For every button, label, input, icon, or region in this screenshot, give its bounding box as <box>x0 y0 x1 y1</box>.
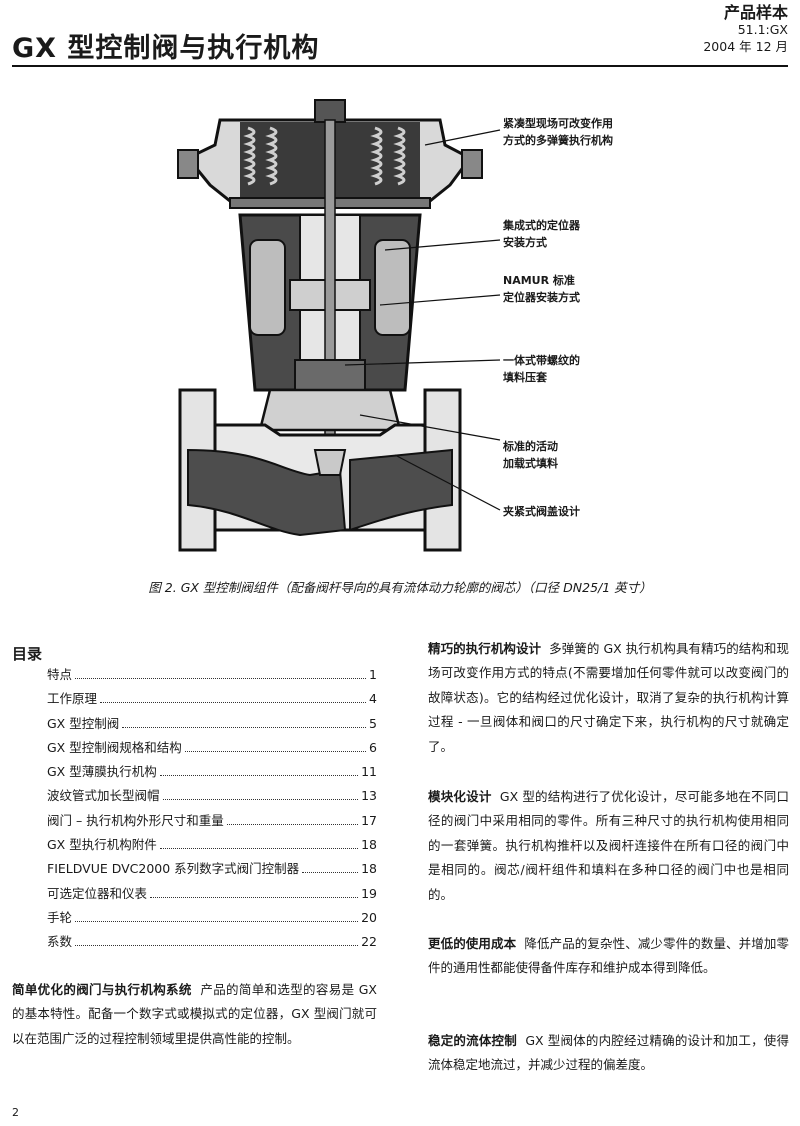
toc-item[interactable]: GX 型控制阀 5 <box>47 713 377 737</box>
toc-item-page: 6 <box>369 739 377 755</box>
toc-item-page: 1 <box>369 667 377 682</box>
toc-item-page: 17 <box>361 812 377 828</box>
text-flow: GX 型阀体的内腔经过精确的设计和加工，使得流体稳定地流过，并减少过程的偏差度。 <box>428 1033 789 1073</box>
toc-item-page: 22 <box>361 934 377 950</box>
toc-item-label: FIELDVUE DVC2000 系列数字式阀门控制器 <box>47 861 300 877</box>
toc-leader-dots <box>150 896 359 898</box>
callout-line: 紧凑型现场可改变作用 <box>503 117 613 130</box>
toc-item-label: GX 型控制阀 <box>47 715 120 731</box>
toc-leader-dots <box>75 945 359 947</box>
toc-leader-dots <box>159 775 359 777</box>
paragraph-flow: 稳定的流体控制 GX 型阀体的内腔经过精确的设计和加工，使得流体稳定地流过，并减… <box>428 1029 789 1078</box>
toc-leader-dots <box>100 702 367 704</box>
document-info: 产品样本 51.1:GX 2004 年 12 月 <box>703 4 788 55</box>
heading-simplified: 简单优化的阀门与执行机构系统 <box>12 982 192 997</box>
page-number: 2 <box>12 1106 19 1119</box>
toc-item[interactable]: 手轮 20 <box>47 907 377 931</box>
toc-leader-dots <box>75 678 367 679</box>
toc-leader-dots <box>122 726 367 728</box>
callout-line: 一体式带螺纹的 <box>503 354 580 367</box>
toc-item[interactable]: 阀门 – 执行机构外形尺寸和重量 17 <box>47 810 377 834</box>
toc-leader-dots <box>159 848 359 850</box>
toc-item-page: 18 <box>361 837 377 853</box>
toc-item-label: GX 型控制阀规格和结构 <box>47 739 182 755</box>
toc-item[interactable]: 可选定位器和仪表 19 <box>47 883 377 907</box>
callout-live-loaded-packing: 标准的活动 加载式填料 <box>503 438 558 472</box>
toc-item-label: GX 型执行机构附件 <box>47 837 157 853</box>
toc-item-label: 阀门 – 执行机构外形尺寸和重量 <box>47 812 224 828</box>
toc-list: 特点 1 工作原理 4 GX 型控制阀 5 GX 型控制阀规格和结构 6 GX 型薄膜执行机构 1… <box>47 664 377 956</box>
callout-line: 加载式填料 <box>503 457 558 470</box>
toc-item-page: 20 <box>361 909 377 925</box>
text-modular: GX 型的结构进行了优化设计，尽可能多地在不同口径的阀门中采用相同的零件。所有三… <box>428 789 789 902</box>
toc-item[interactable]: 系数 22 <box>47 931 377 955</box>
paragraph-actuator: 精巧的执行机构设计 多弹簧的 GX 执行机构具有精巧的结构和现场可改变作用方式的… <box>428 637 789 759</box>
toc-leader-dots <box>302 872 359 874</box>
toc-leader-dots <box>226 823 359 825</box>
callout-line: 夹紧式阀盖设计 <box>503 505 580 518</box>
callout-actuator: 紧凑型现场可改变作用 方式的多弹簧执行机构 <box>503 115 613 149</box>
toc-leader-dots <box>162 799 359 801</box>
toc-item-label: 手轮 <box>47 909 73 925</box>
heading-flow: 稳定的流体控制 <box>428 1033 517 1048</box>
toc-item[interactable]: FIELDVUE DVC2000 系列数字式阀门控制器 18 <box>47 858 377 882</box>
toc-item-label: GX 型薄膜执行机构 <box>47 764 157 780</box>
paragraph-cost: 更低的使用成本 降低产品的复杂性、减少零件的数量、并增加零件的通用性都能使得备件… <box>428 932 789 981</box>
toc-item-page: 13 <box>361 788 377 804</box>
toc-item[interactable]: 特点 1 <box>47 664 377 688</box>
toc-item[interactable]: 工作原理 4 <box>47 688 377 712</box>
toc-item-page: 5 <box>369 715 377 731</box>
toc-item-page: 11 <box>361 764 377 780</box>
paragraph-simplified: 简单优化的阀门与执行机构系统 产品的简单和选型的容易是 GX 的基本特性。配备一… <box>12 978 377 1051</box>
callout-line: 方式的多弹簧执行机构 <box>503 134 613 147</box>
toc-item-page: 19 <box>361 885 377 901</box>
toc-item[interactable]: 波纹管式加长型阀帽 13 <box>47 785 377 809</box>
callout-line: 定位器安装方式 <box>503 291 580 304</box>
heading-modular: 模块化设计 <box>428 789 492 804</box>
valve-assembly-illustration <box>177 99 501 552</box>
callout-line: 安装方式 <box>503 236 547 249</box>
toc-item-page: 18 <box>361 861 377 877</box>
toc-item-label: 系数 <box>47 934 73 950</box>
figure-caption: 图 2. GX 型控制阀组件（配备阀杆导向的具有流体动力轮廓的阀芯）（口径 DN… <box>148 580 652 595</box>
heading-actuator: 精巧的执行机构设计 <box>428 641 542 656</box>
toc-item-page: 4 <box>369 691 377 707</box>
text-simplified: 产品的简单和选型的容易是 GX 的基本特性。配备一个数字式或模拟式的定位器，GX… <box>12 982 377 1046</box>
callout-clamped-bonnet: 夹紧式阀盖设计 <box>503 503 580 520</box>
toc-item[interactable]: GX 型控制阀规格和结构 6 <box>47 737 377 761</box>
callout-packing-follower: 一体式带螺纹的 填料压套 <box>503 352 580 386</box>
text-actuator: 多弹簧的 GX 执行机构具有精巧的结构和现场可改变作用方式的特点(不需要增加任何… <box>428 641 789 754</box>
heading-cost: 更低的使用成本 <box>428 936 517 951</box>
toc-item[interactable]: GX 型执行机构附件 18 <box>47 834 377 858</box>
doc-date: 2004 年 12 月 <box>703 39 788 54</box>
toc-leader-dots <box>184 750 367 752</box>
toc-leader-dots <box>75 920 359 922</box>
callout-line: NAMUR 标准 <box>503 274 575 287</box>
toc-item-label: 工作原理 <box>47 691 98 707</box>
toc-item-label: 特点 <box>47 667 73 682</box>
doc-code: 51.1:GX <box>737 22 788 37</box>
header-rule <box>12 65 788 67</box>
callout-namur: NAMUR 标准 定位器安装方式 <box>503 272 580 306</box>
toc-item-label: 波纹管式加长型阀帽 <box>47 788 160 804</box>
callout-positioner-mount: 集成式的定位器 安装方式 <box>503 217 580 251</box>
paragraph-modular: 模块化设计 GX 型的结构进行了优化设计，尽可能多地在不同口径的阀门中采用相同的… <box>428 785 789 907</box>
toc-item-label: 可选定位器和仪表 <box>47 885 148 901</box>
callout-line: 填料压套 <box>503 371 547 384</box>
toc-item[interactable]: GX 型薄膜执行机构 11 <box>47 761 377 785</box>
toc-title: 目录 <box>12 645 43 663</box>
text-cost: 降低产品的复杂性、减少零件的数量、并增加零件的通用性都能使得备件库存和维护成本得… <box>428 936 789 976</box>
doc-type: 产品样本 <box>723 3 788 22</box>
callout-line: 标准的活动 <box>503 440 558 453</box>
document-title: GX 型控制阀与执行机构 <box>12 33 320 64</box>
callout-line: 集成式的定位器 <box>503 219 580 232</box>
